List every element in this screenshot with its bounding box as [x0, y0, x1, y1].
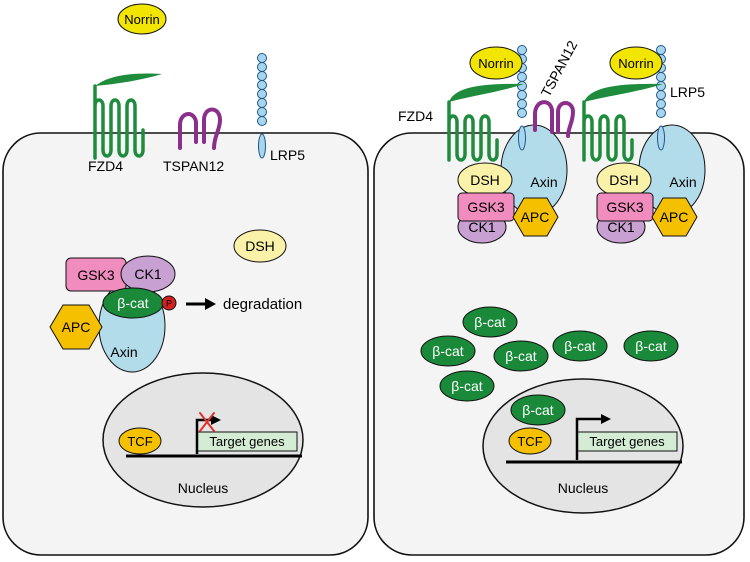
gsk3 — [457, 192, 515, 222]
bcat-label: β-cat — [505, 348, 537, 364]
bcat-label: β-cat — [564, 338, 596, 354]
apc-label: APC — [62, 319, 91, 335]
norrin-free — [117, 3, 167, 35]
fzd4-cap — [584, 83, 663, 102]
tspan12-protein — [178, 107, 223, 150]
bcat-label: β-cat — [432, 343, 464, 359]
gsk3-label: GSK3 — [467, 199, 505, 215]
nucleus-label: Nucleus — [558, 480, 609, 496]
free-beta-catenin-group: β-cat β-cat β-cat β-cat β-cat β-cat — [420, 306, 679, 402]
apc-label: APC — [521, 209, 550, 225]
norrin-label: Norrin — [124, 12, 159, 27]
phospho-label: P — [166, 299, 172, 309]
tcf — [508, 427, 552, 455]
bcat-label: β-cat — [474, 314, 506, 330]
tcf — [118, 427, 162, 455]
tspan12-protein — [533, 100, 576, 138]
dsh-label: DSH — [470, 172, 500, 188]
degradation-arrow — [186, 298, 216, 310]
apc-label: APC — [660, 209, 689, 225]
degradation-label: degradation — [223, 296, 302, 313]
bcat-free: β-cat — [493, 340, 549, 372]
fzd4-label: FZD4 — [398, 108, 433, 124]
bcat-label: β-cat — [117, 295, 149, 311]
gsk3-label: GSK3 — [606, 199, 644, 215]
fzd4-cap — [449, 83, 524, 102]
left-panel-inactive: Norrin FZD4 TSPAN12 LRP5 DSH A — [2, 3, 369, 556]
fzd4-receptor — [93, 73, 162, 160]
bcat-free: β-cat — [439, 370, 495, 402]
blocked-cross-icon — [199, 412, 215, 432]
apc — [512, 197, 559, 237]
norrin-bound — [609, 46, 663, 80]
gsk3 — [596, 192, 654, 222]
bcat-label: β-cat — [635, 338, 667, 354]
transcription-arrow — [575, 414, 611, 460]
norrin-bound — [469, 46, 523, 80]
axin-label: Axin — [530, 174, 557, 190]
fzd4-loops — [582, 100, 634, 162]
bcat-free: β-cat — [623, 330, 679, 362]
bcat-free: β-cat — [420, 335, 476, 367]
nucleus-label: Nucleus — [178, 480, 229, 496]
tcf-label: TCF — [517, 434, 542, 449]
bcat-label: β-cat — [451, 378, 483, 394]
ck1-label: CK1 — [134, 266, 161, 282]
fzd4-loops — [447, 100, 499, 162]
lrp5-label: LRP5 — [670, 84, 705, 100]
bcat-free: β-cat — [552, 330, 608, 362]
norrin-label: Norrin — [618, 56, 653, 71]
apc — [49, 304, 103, 350]
norrin-label: Norrin — [478, 56, 513, 71]
phospho-p — [161, 295, 177, 311]
tspan12-label: TSPAN12 — [163, 158, 224, 174]
tspan12-label: TSPAN12 — [538, 38, 581, 100]
bcat-free: β-cat — [462, 306, 518, 338]
target-genes-label: Target genes — [589, 434, 665, 449]
ck1-label: CK1 — [468, 219, 495, 235]
destruction-complex: Axin GSK3 CK1 β-cat P APC — [49, 255, 177, 373]
receptor-complex-2: Axin Norrin DSH CK1 GSK3 APC — [582, 45, 706, 244]
bcat-nuclear — [510, 394, 566, 426]
gsk3-label: GSK3 — [77, 267, 115, 283]
axin-label: Axin — [669, 174, 696, 190]
target-genes-label: Target genes — [209, 434, 285, 449]
right-panel-active: Axin Norrin DSH CK1 GSK3 APC TSPAN12 — [373, 38, 745, 556]
lrp5-chain — [656, 45, 666, 151]
lrp5-chain — [257, 53, 267, 159]
fzd4-label: FZD4 — [88, 158, 123, 174]
tcf-label: TCF — [127, 434, 152, 449]
bcat-label: β-cat — [522, 402, 554, 418]
dsh-label: DSH — [609, 172, 639, 188]
lrp5-label: LRP5 — [270, 147, 305, 163]
apc — [651, 197, 698, 237]
dsh-free — [233, 229, 287, 263]
dsh-label: DSH — [245, 238, 275, 254]
axin-label: Axin — [110, 344, 137, 360]
receptor-complex-1: Axin Norrin DSH CK1 GSK3 APC — [447, 45, 568, 244]
ck1-label: CK1 — [607, 219, 634, 235]
